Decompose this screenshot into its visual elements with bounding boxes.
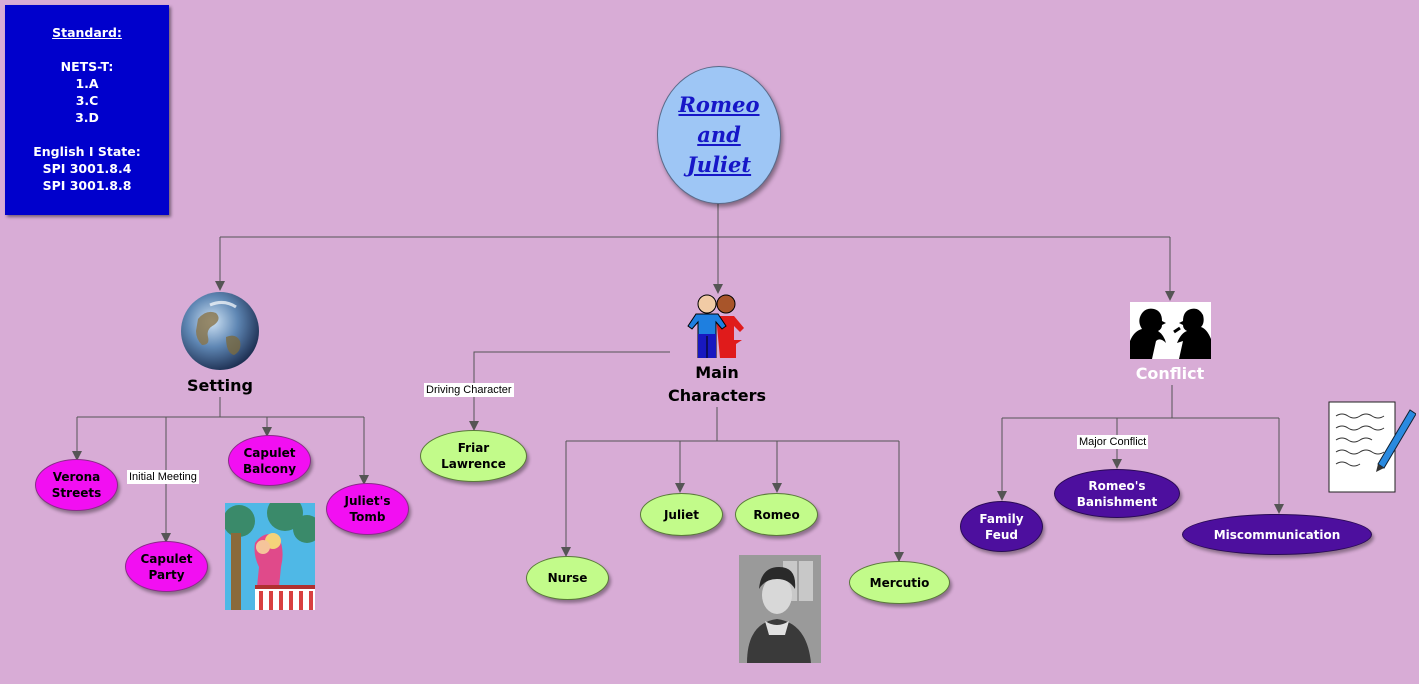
node-text: Capulet <box>243 445 296 460</box>
two-people-icon <box>687 294 744 358</box>
root-line: Juliet <box>686 152 752 177</box>
standards-box: Standard: NETS-T: 1.A 3.C 3.D English I … <box>5 5 169 215</box>
node-text: Banishment <box>1076 494 1158 509</box>
link-label-driving-character: Driving Character <box>424 383 514 397</box>
root-line: Romeo <box>678 92 760 117</box>
nets-item: 3.C <box>75 93 99 108</box>
characters-label-line: Characters <box>667 386 766 405</box>
arguing-couple-icon <box>1130 302 1211 359</box>
link-label-initial-meeting: Initial Meeting <box>127 470 199 484</box>
node-miscommunication[interactable]: Miscommunication <box>1182 514 1372 555</box>
node-text: Party <box>148 567 185 582</box>
node-text: Streets <box>51 486 102 500</box>
node-text: Miscommunication <box>1213 527 1341 542</box>
node-romeo[interactable]: Romeo <box>735 493 818 536</box>
standards-heading: Standard: <box>52 25 122 40</box>
node-text: Family <box>979 511 1024 526</box>
node-text: Verona <box>52 470 101 484</box>
characters-label: Main Characters <box>662 361 772 407</box>
node-text: Tomb <box>349 510 386 524</box>
link-label-major-conflict: Major Conflict <box>1077 435 1149 449</box>
conflict-label: Conflict <box>1135 364 1205 383</box>
root-topic-link[interactable]: Romeo and Juliet <box>657 66 781 204</box>
nets-label: NETS-T: <box>60 59 114 74</box>
characters-label-line: Main <box>695 363 739 382</box>
node-text: Romeo <box>753 507 800 522</box>
node-text: Juliet's <box>344 494 391 508</box>
setting-label: Setting <box>187 376 253 395</box>
state-label: English I State: <box>33 144 141 159</box>
node-text: Balcony <box>242 461 297 476</box>
balcony-scene-image <box>225 503 315 610</box>
node-text: Feud <box>985 527 1018 542</box>
node-juliet[interactable]: Juliet <box>640 493 723 536</box>
node-text: Friar <box>457 441 490 455</box>
node-nurse[interactable]: Nurse <box>526 556 609 600</box>
romeo-portrait-image <box>739 555 821 663</box>
node-text: Nurse <box>547 571 588 585</box>
nets-item: 3.D <box>75 110 99 125</box>
node-text: Lawrence <box>441 457 506 471</box>
node-text: Juliet <box>663 507 700 522</box>
root-line: and <box>697 122 741 147</box>
node-text: Mercutio <box>869 575 930 590</box>
state-item: SPI 3001.8.4 <box>42 161 132 176</box>
state-item: SPI 3001.8.8 <box>42 178 132 193</box>
globe-icon <box>181 292 259 370</box>
link-characters-friar <box>469 351 670 431</box>
paper-and-pen-icon <box>1328 401 1416 493</box>
node-text: Romeo's <box>1088 478 1146 493</box>
node-text: Capulet <box>140 551 193 566</box>
nets-item: 1.A <box>75 76 99 91</box>
node-mercutio[interactable]: Mercutio <box>849 561 950 604</box>
